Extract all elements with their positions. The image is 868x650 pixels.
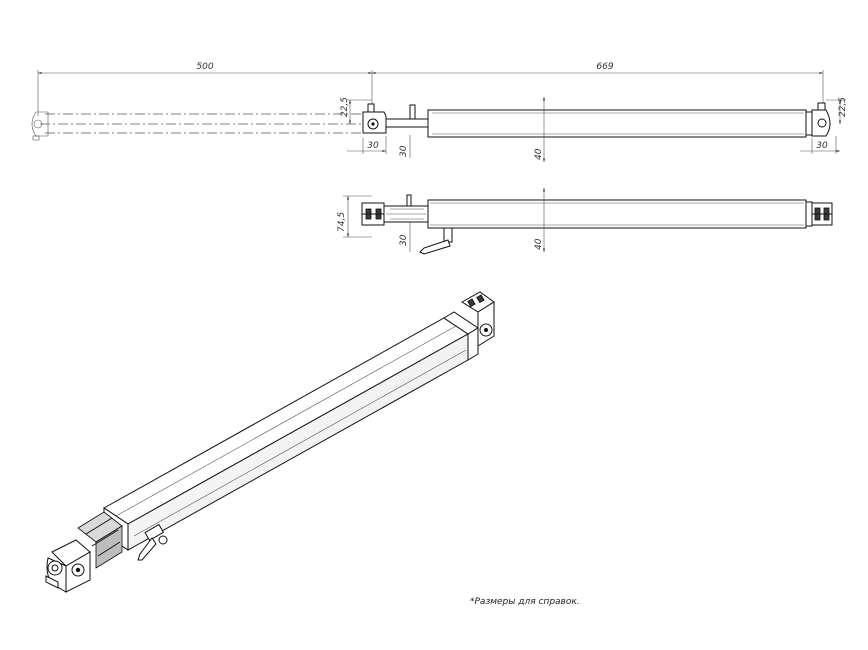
top-view: 500 669 22,5 xyxy=(31,62,848,162)
dim-label-bracket-left: 30 xyxy=(367,141,379,151)
dim-label-bracket-right: 30 xyxy=(816,141,828,151)
reference-note: *Размеры для справок. xyxy=(470,597,580,607)
extended-position-ghost xyxy=(31,111,368,141)
right-bracket xyxy=(811,102,831,137)
dim-label-bracket-left-v: 30 xyxy=(399,145,409,157)
side-view: 74,5 30 40 xyxy=(337,188,833,255)
tube-side xyxy=(427,199,807,229)
dim-label-offset-left: 22,5 xyxy=(340,97,350,117)
dim-label-overall-height: 74,5 xyxy=(337,212,347,232)
dim-label-offset-right: 22,5 xyxy=(838,97,848,117)
isometric-view xyxy=(45,291,495,593)
dim-label-669: 669 xyxy=(596,62,613,72)
left-bracket xyxy=(362,103,387,134)
dim-label-body-side: 40 xyxy=(534,238,544,250)
dim-label-500: 500 xyxy=(196,62,213,72)
dim-label-body-top: 40 xyxy=(534,148,544,160)
dim-label-bracket-height-side: 30 xyxy=(399,234,409,246)
tube-top xyxy=(427,109,807,138)
